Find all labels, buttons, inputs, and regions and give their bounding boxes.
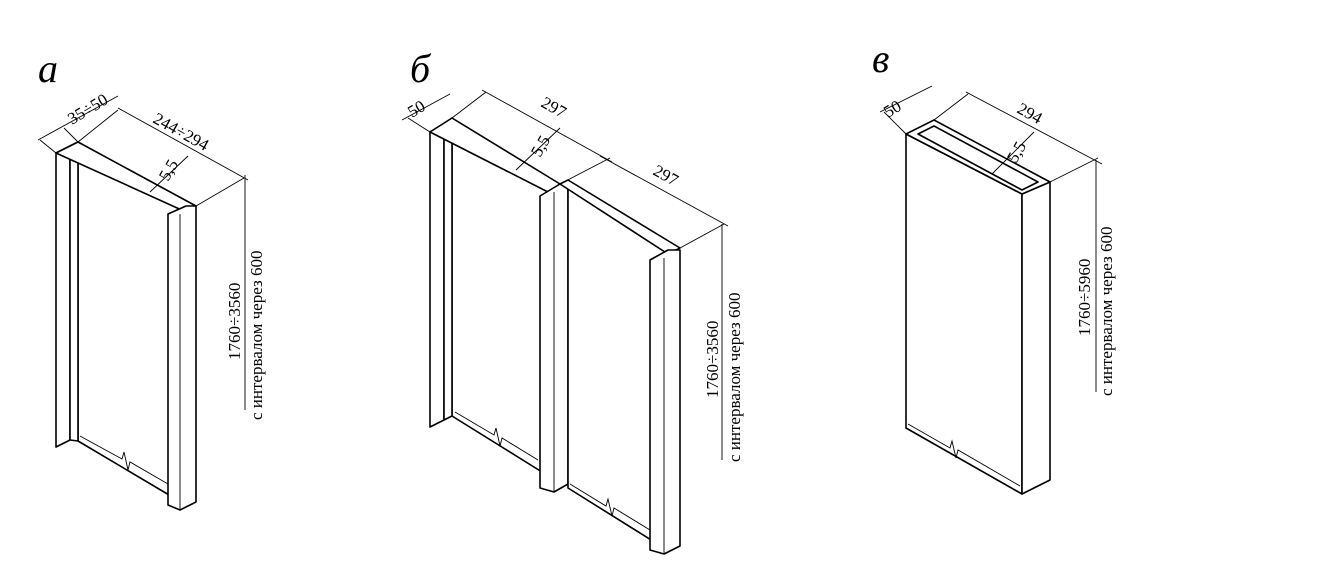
front-face-c — [905, 133, 1023, 495]
panel-label-c: в — [872, 36, 889, 81]
dim-flange-b: 50 — [404, 96, 428, 121]
dim-thickness-a: 5,5 — [155, 156, 182, 184]
panel-b: б 50 297 5,5 297 — [401, 46, 744, 555]
panel-label-b: б — [410, 46, 432, 91]
dim-length-a: 1760÷3560 — [225, 283, 244, 360]
dim-flange-c: 50 — [880, 96, 904, 121]
flange-left-a — [55, 145, 71, 448]
dim-interval-c: с интервалом через 600 — [1097, 227, 1116, 396]
panel-label-a: а — [38, 46, 58, 91]
flange-right-b — [649, 249, 681, 555]
dim-flange-a: 35÷50 — [64, 90, 111, 129]
dim-length-c: 1760÷5960 — [1075, 259, 1094, 336]
dim-length-b: 1760÷3560 — [703, 321, 722, 398]
side-face-c — [1021, 181, 1051, 495]
dim-interval-b: с интервалом через 600 — [725, 293, 744, 462]
dim-width-c: 294 — [1014, 99, 1046, 128]
dim-width-a: 244÷294 — [150, 109, 212, 155]
panel-c: в 50 294 5,5 1760÷5960 с интервалом чере… — [872, 36, 1116, 495]
dim-interval-a: с интервалом через 600 — [247, 251, 266, 420]
flange-right-a — [167, 205, 197, 511]
flange-left-b — [429, 123, 445, 428]
panel-a: а 35÷50 244÷294 5,5 1760÷3560 с интервал… — [37, 46, 266, 511]
cavity-c — [917, 125, 1039, 191]
dim-width1-b: 297 — [538, 93, 570, 122]
